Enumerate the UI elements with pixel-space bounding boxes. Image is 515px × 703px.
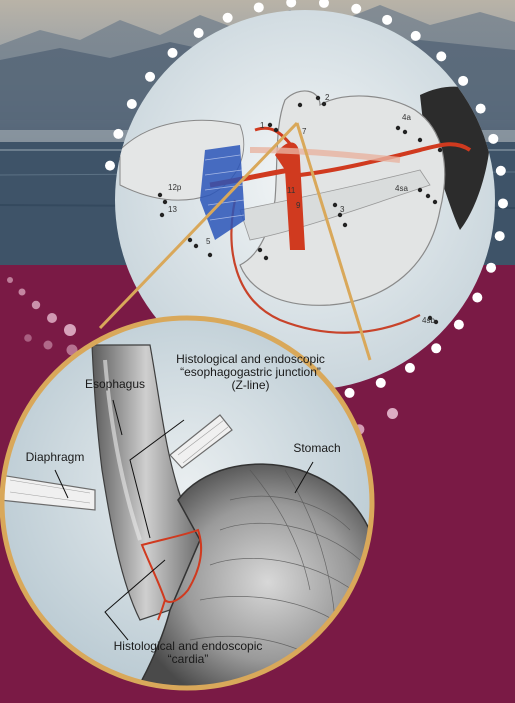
zline-label-line3: (Z-line) <box>148 379 353 392</box>
node-label-7: 7 <box>302 127 307 136</box>
decorative-dot <box>405 363 415 373</box>
decorative-dot <box>105 161 115 171</box>
decorative-dot <box>254 2 264 12</box>
decorative-dot <box>495 231 505 241</box>
decorative-dot <box>32 301 40 309</box>
lymph-node-dot <box>433 200 437 204</box>
node-label-13: 13 <box>168 205 177 214</box>
node-label-2: 2 <box>325 93 330 102</box>
lymph-node-dot <box>194 244 198 248</box>
lymph-node-dot <box>188 238 192 242</box>
decorative-dot <box>382 15 392 25</box>
decorative-dot <box>24 334 32 342</box>
lymph-node-dot <box>403 130 407 134</box>
diaphragm-label: Diaphragm <box>10 451 100 464</box>
lymph-node-dot <box>160 213 164 217</box>
lymph-node-dot <box>343 223 347 227</box>
decorative-dot <box>476 104 486 114</box>
lymph-node-dot <box>418 138 422 142</box>
decorative-dot <box>458 76 468 86</box>
lymph-node-dot <box>208 253 212 257</box>
decorative-dot <box>472 292 482 302</box>
decorative-dot <box>496 166 506 176</box>
decorative-dot <box>7 277 13 283</box>
decorative-dot <box>19 289 26 296</box>
node-label-4sa: 4sa <box>395 184 408 193</box>
node-label-5: 5 <box>206 237 211 246</box>
stomach-label: Stomach <box>282 442 352 455</box>
lymph-node-dot <box>333 203 337 207</box>
decorative-dot <box>145 72 155 82</box>
lymph-node-dot <box>264 256 268 260</box>
decorative-dot <box>44 341 53 350</box>
lymph-node-dot <box>258 248 262 252</box>
node-label-3: 3 <box>340 205 345 214</box>
decorative-dot <box>411 31 421 41</box>
decorative-dot <box>488 134 498 144</box>
decorative-dot <box>454 320 464 330</box>
lymph-node-dot <box>163 200 167 204</box>
lymph-node-dot <box>316 96 320 100</box>
lymph-node-dot <box>426 194 430 198</box>
decorative-dot <box>223 13 233 23</box>
decorative-dot <box>376 378 386 388</box>
esophagus-label: Esophagus <box>70 378 160 391</box>
lymph-node-dot <box>158 193 162 197</box>
decorative-dot <box>351 4 361 14</box>
decorative-dot <box>387 408 398 419</box>
decorative-dot <box>64 324 76 336</box>
decorative-dot <box>127 99 137 109</box>
node-label-9: 9 <box>296 201 301 210</box>
lymph-node-dot <box>418 188 422 192</box>
lymph-node-dot <box>438 148 442 152</box>
decorative-dot <box>113 129 123 139</box>
node-label-1: 1 <box>260 121 265 130</box>
cardia-label: Histological and endoscopic “cardia” <box>88 640 288 666</box>
decorative-dot <box>486 263 496 273</box>
zline-label: Histological and endoscopic “esophagogas… <box>148 353 353 392</box>
decorative-dot <box>194 28 204 38</box>
lymph-node-dot <box>274 128 278 132</box>
lymph-node-dot <box>322 102 326 106</box>
lymph-node-dot <box>298 103 302 107</box>
cardia-label-line2: “cardia” <box>88 653 288 666</box>
lymph-node-dot <box>268 123 272 127</box>
node-label-4sb: 4sb <box>422 316 435 325</box>
decorative-dot <box>431 343 441 353</box>
decorative-dot <box>47 313 57 323</box>
lymph-node-dot <box>396 126 400 130</box>
decorative-dot <box>436 51 446 61</box>
node-label-11: 11 <box>287 186 296 195</box>
decorative-dot <box>168 48 178 58</box>
node-label-4a: 4a <box>402 113 411 122</box>
node-label-12p: 12p <box>168 183 182 192</box>
decorative-dot <box>498 198 508 208</box>
